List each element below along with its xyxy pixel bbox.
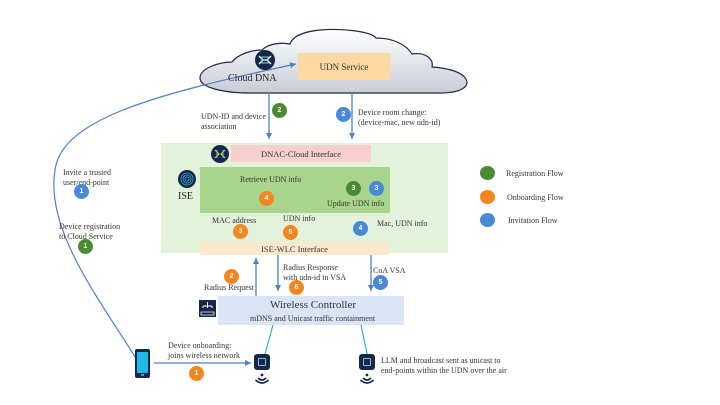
badge-onboarding-5: 5 [283,225,298,240]
wifi-signal-icon [359,373,375,384]
badge-onboarding-4: 4 [259,191,274,206]
legend-registration-dot [480,166,495,180]
update-udn-info-label: Update UDN info [327,199,385,208]
access-point-icon[interactable] [359,354,375,370]
badge-onboarding-6: 6 [289,280,304,295]
legend-onboarding-dot [480,190,495,204]
udn-info-label: UDN info [283,214,316,223]
udn-service-box[interactable]: UDN Service [298,53,390,80]
badge-invitation-5: 5 [373,275,388,290]
cloud-dna-label: Cloud DNA [228,73,277,84]
dnac-cloud-interface[interactable]: DNAC-Cloud Interface [231,145,371,162]
wireless-controller-title: Wireless Controller [270,299,357,311]
ise-wlc-interface-label: ISE-WLC Interface [261,243,328,254]
device-registration-label: Device registration to Cloud Service [59,222,121,241]
udn-id-association-label: UDN-ID and device association [201,112,266,131]
access-point-icon[interactable] [254,354,270,370]
ise-label: ISE [178,191,193,202]
mac-address-label: MAC address [212,216,257,225]
cloud-dna-icon [255,50,275,70]
badge-onboarding-3: 3 [233,224,248,239]
badge-onboarding-1: 1 [189,366,204,381]
badge-invitation-4: 4 [353,221,368,236]
badge-onboarding-2: 2 [224,269,239,284]
udn-service-label: UDN Service [319,61,369,72]
ise-wlc-interface[interactable]: ISE-WLC Interface [200,242,389,255]
coa-vsa-label: CoA VSA [373,266,406,275]
invite-label: Invite a trusted user/end-point [63,168,111,187]
link-wlc-ap2 [360,324,369,359]
link-wlc-ap1 [263,324,274,359]
badge-invitation-2: 2 [336,107,351,122]
dnac-icon [211,145,229,163]
ise-fingerprint-icon [178,170,196,188]
legend-onboarding-label: Onboarding Flow [507,193,564,202]
badge-registration-3: 3 [346,181,361,196]
badge-invitation-3: 3 [369,181,384,196]
wireless-controller-box[interactable] [218,296,404,325]
legend-registration-label: Registration Flow [506,169,564,178]
room-change-label: Device room change: (device-mac, new udn… [358,108,441,127]
mac-udn-info-label: Mac, UDN info [377,219,428,228]
device-onboarding-label: Device onboarding: joins wireless networ… [168,341,240,360]
llm-broadcast-label: LLM and broadcast sent as unicast to end… [381,356,507,375]
radius-request-label: Radius Request [204,283,254,292]
legend-invitation-label: Invitation Flow [508,216,558,225]
legend-invitation-dot [480,213,495,227]
radius-response-label: Radius Response with udn-id in VSA [283,263,347,282]
wifi-signal-icon [254,373,270,384]
retrieve-udn-info-label: Retrieve UDN info [240,175,302,184]
dnac-cloud-interface-label: DNAC-Cloud Interface [260,148,341,159]
wireless-controller-subtitle: mDNS and Unicast traffic containment [250,314,376,323]
smartphone-icon[interactable] [135,349,150,378]
badge-invitation-1: 1 [74,184,89,199]
wlc-icon [199,300,216,317]
arrow-invite-registration [53,62,297,361]
badge-registration-1: 1 [78,239,93,254]
badge-registration-2: 2 [272,103,287,118]
